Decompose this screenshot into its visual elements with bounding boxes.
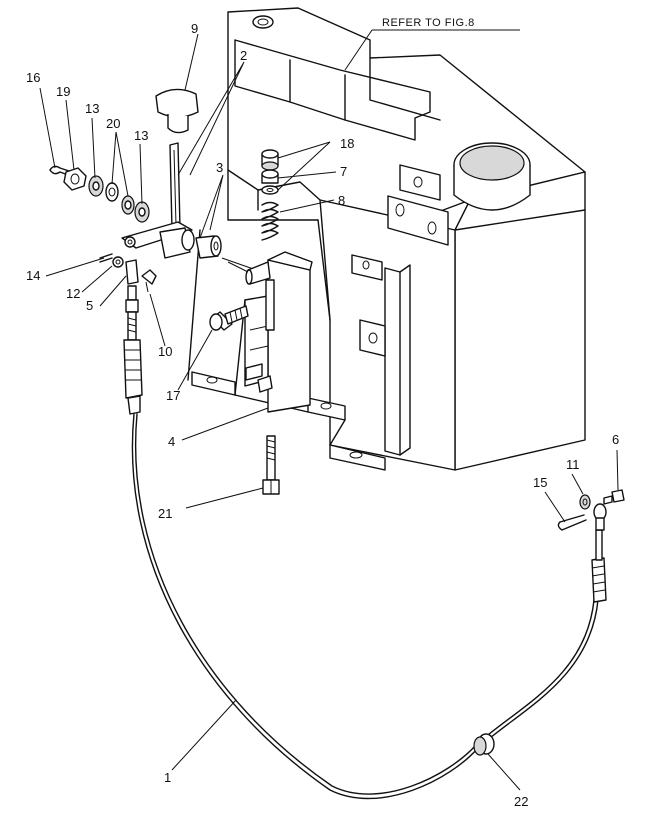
callout-10: 10 <box>158 344 172 359</box>
callout-1: 1 <box>164 770 171 785</box>
spring-stack <box>261 149 279 241</box>
callout-8: 8 <box>338 193 345 208</box>
callout-6: 6 <box>612 432 619 447</box>
callout-4: 4 <box>168 434 175 449</box>
callout-15: 15 <box>533 475 547 490</box>
callout-3: 3 <box>216 160 223 175</box>
callout-18: 18 <box>340 136 354 151</box>
callout-19: 19 <box>56 84 70 99</box>
callout-labels: 1 2 3 4 5 6 7 8 9 10 11 12 13 13 14 15 1… <box>26 21 619 809</box>
callout-2: 2 <box>240 48 247 63</box>
washer-nut-set <box>49 165 150 223</box>
callout-9: 9 <box>191 21 198 36</box>
callout-17: 17 <box>166 388 180 403</box>
callout-13a: 13 <box>85 101 99 116</box>
callout-11: 11 <box>566 457 580 472</box>
throttle-cable <box>131 413 599 800</box>
callout-13b: 13 <box>134 128 148 143</box>
callout-5: 5 <box>86 298 93 313</box>
bracket-plate <box>227 251 313 413</box>
grommet-22 <box>473 733 495 756</box>
callout-22: 22 <box>514 794 528 809</box>
fuel-tank-housing <box>187 7 586 471</box>
callout-16: 16 <box>26 70 40 85</box>
callout-7: 7 <box>340 164 347 179</box>
callout-14: 14 <box>26 268 40 283</box>
leader-lines <box>39 29 619 791</box>
bolt-17 <box>209 305 249 331</box>
callout-12: 12 <box>66 286 80 301</box>
cable-end-right <box>557 489 625 603</box>
lever-assembly <box>121 88 263 273</box>
cable-end-left <box>99 253 157 415</box>
refer-to-fig-note: REFER TO FIG.8 <box>382 17 475 29</box>
bolt-21 <box>262 435 280 495</box>
callout-20: 20 <box>106 116 120 131</box>
callout-21: 21 <box>158 506 172 521</box>
